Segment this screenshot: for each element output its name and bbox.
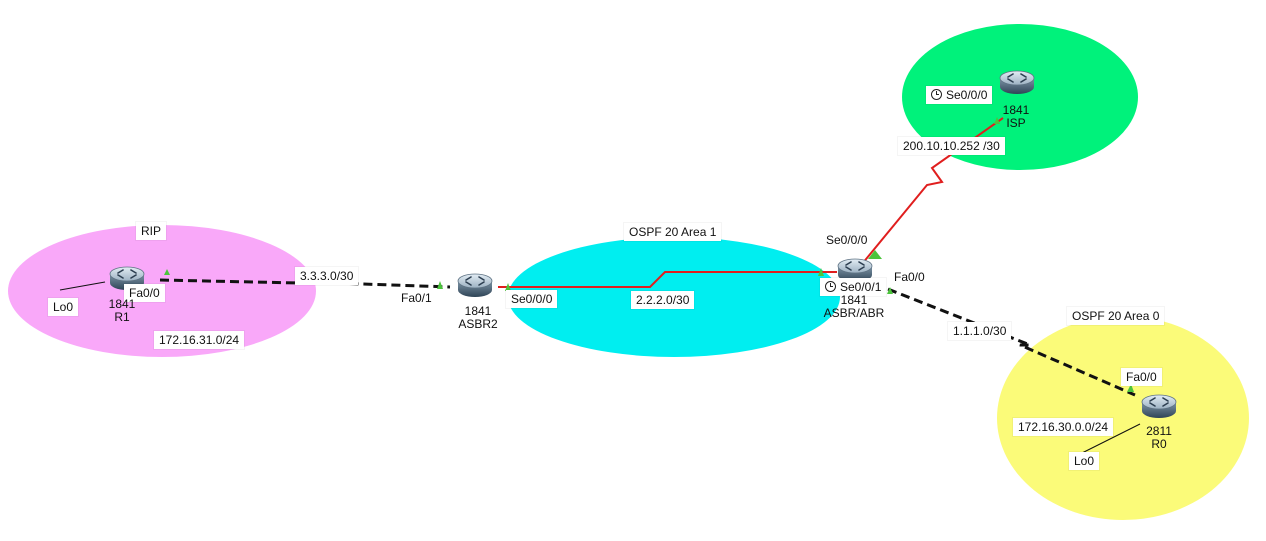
- device-model-r1: 1841: [108, 297, 136, 311]
- area-ospf-area0: [997, 316, 1249, 520]
- r1-loopback-line: [59, 281, 106, 291]
- device-model-asbr-abr: 1841: [840, 293, 868, 307]
- link-label-abr-r0: 1.1.1.0/30: [948, 322, 1012, 340]
- area-label-rip: RIP: [136, 222, 167, 240]
- device-name-asbr2: ASBR2: [458, 317, 498, 331]
- port-indicator-abr-se000: [868, 250, 882, 259]
- iface-abr-se001: Se0/0/1: [820, 278, 887, 296]
- port-indicator-abr-fa00: [887, 287, 893, 294]
- device-model-asbr2: 1841: [464, 304, 492, 318]
- iface-r1-fa00: Fa0/0: [124, 284, 165, 302]
- link-label-abr-isp: 200.10.10.252 /30: [898, 137, 1005, 155]
- r0-loopback-line: [1079, 423, 1141, 455]
- port-indicator-abr-se001: [818, 268, 824, 276]
- clock-icon: [825, 281, 836, 292]
- device-caption-asbr2[interactable]: 1841 ASBR2: [438, 305, 518, 331]
- iface-r1-lo0: Lo0: [48, 298, 79, 316]
- device-caption-r1[interactable]: 1841 R1: [82, 298, 162, 324]
- device-name-isp: ISP: [1006, 116, 1026, 130]
- area-label-ospf-area0: OSPF 20 Area 0: [1067, 307, 1165, 325]
- port-indicator-asbr2-se000: [505, 283, 511, 291]
- device-model-isp: 1841: [1002, 103, 1030, 117]
- port-indicator-r1-fa00: [164, 269, 170, 275]
- link-abr-r0[interactable]: [874, 282, 1136, 397]
- iface-abr-fa00: Fa0/0: [894, 270, 925, 284]
- iface-asbr2-se000: Se0/0/0: [506, 290, 558, 308]
- device-name-asbr-abr: ASBR/ABR: [823, 306, 885, 320]
- iface-isp-se000: Se0/0/0: [926, 86, 993, 104]
- device-caption-isp[interactable]: 1841 ISP: [976, 104, 1056, 130]
- note-r1-lan: 172.16.31.0/24: [154, 331, 245, 349]
- device-model-r0: 2811: [1146, 424, 1172, 438]
- port-indicator-asbr2-fa01: [437, 281, 443, 289]
- router-r0-icon[interactable]: [1141, 394, 1177, 419]
- device-caption-r0[interactable]: 2811 R0: [1119, 425, 1199, 451]
- router-isp-icon[interactable]: [999, 70, 1035, 95]
- iface-abr-se000: Se0/0/0: [826, 233, 868, 247]
- link-label-asbr2-abr: 2.2.2.0/30: [631, 291, 695, 309]
- port-indicator-r0-fa00: [1127, 384, 1134, 392]
- device-caption-asbr-abr[interactable]: 1841 ASBR/ABR: [814, 294, 894, 320]
- iface-abr-se001-text: Se0/0/1: [840, 280, 882, 294]
- area-label-ospf-area1: OSPF 20 Area 1: [624, 223, 722, 241]
- link-asbr2-abr[interactable]: [498, 271, 837, 288]
- device-name-r0: R0: [1151, 437, 1167, 451]
- iface-r0-fa00: Fa0/0: [1121, 368, 1162, 386]
- clock-icon: [931, 89, 942, 100]
- iface-r0-lo0: Lo0: [1069, 452, 1100, 470]
- iface-asbr2-fa01: Fa0/1: [401, 291, 432, 305]
- link-label-r1-asbr2: 3.3.3.0/30: [295, 267, 359, 285]
- device-name-r1: R1: [114, 310, 130, 324]
- port-indicator-isp-se000: [994, 117, 1000, 124]
- router-asbr2-icon[interactable]: [457, 273, 493, 298]
- note-r0-lan: 172.16.30.0.0/24: [1013, 418, 1114, 436]
- iface-isp-se000-text: Se0/0/0: [946, 88, 988, 102]
- area-isp-zone: [902, 24, 1138, 170]
